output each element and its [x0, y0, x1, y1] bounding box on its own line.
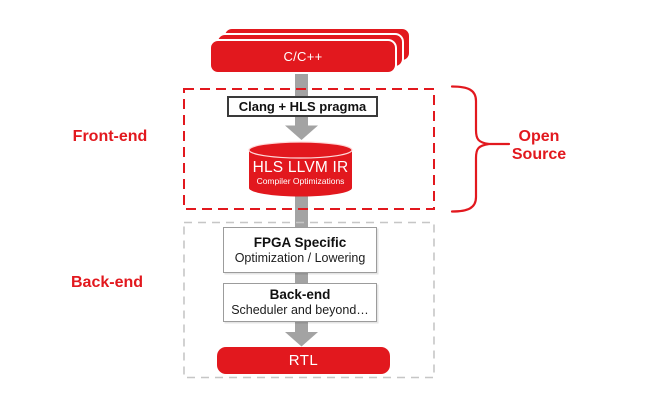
connector-source-to-clang	[295, 70, 308, 98]
rtl-label: RTL	[288, 352, 319, 369]
frontend-group-label: Front-end	[72, 128, 148, 145]
backend-stage-title: Back-end	[269, 287, 331, 302]
open-source-line2: Source	[511, 145, 567, 163]
clang-hls-pragma-box: Clang + HLS pragma	[227, 96, 378, 117]
backend-stage-box: Back-end Scheduler and beyond…	[223, 283, 377, 322]
backend-stage-subtitle: Scheduler and beyond…	[231, 303, 369, 317]
cylinder-shape	[248, 141, 353, 197]
source-label: C/C++	[283, 49, 323, 64]
open-source-brace	[450, 85, 511, 213]
open-source-annotation: Open Source	[491, 128, 587, 163]
hls-llvm-ir-cylinder: HLS LLVM IR Compiler Optimizations	[248, 141, 353, 198]
frontend-group-frame	[183, 88, 435, 210]
fpga-specific-title: FPGA Specific	[253, 234, 347, 250]
cylinder-text: HLS LLVM IR Compiler Optimizations	[248, 141, 353, 198]
ir-subtitle: Compiler Optimizations	[256, 176, 345, 186]
source-card-front: C/C++	[209, 39, 397, 74]
rtl-box: RTL	[217, 347, 390, 374]
arrow-backend-to-rtl	[285, 320, 318, 347]
open-source-line1: Open	[518, 128, 560, 145]
connector-fpga-to-backend	[295, 271, 308, 285]
backend-group-label: Back-end	[70, 274, 144, 291]
ir-title: HLS LLVM IR	[252, 159, 349, 176]
clang-hls-pragma-label: Clang + HLS pragma	[238, 98, 367, 114]
backend-group-frame	[183, 221, 435, 379]
arrow-clang-to-ir	[285, 114, 318, 140]
connector-ir-to-fpga	[295, 196, 308, 228]
fpga-specific-subtitle: Optimization / Lowering	[234, 250, 366, 265]
fpga-specific-box: FPGA Specific Optimization / Lowering	[223, 227, 377, 273]
